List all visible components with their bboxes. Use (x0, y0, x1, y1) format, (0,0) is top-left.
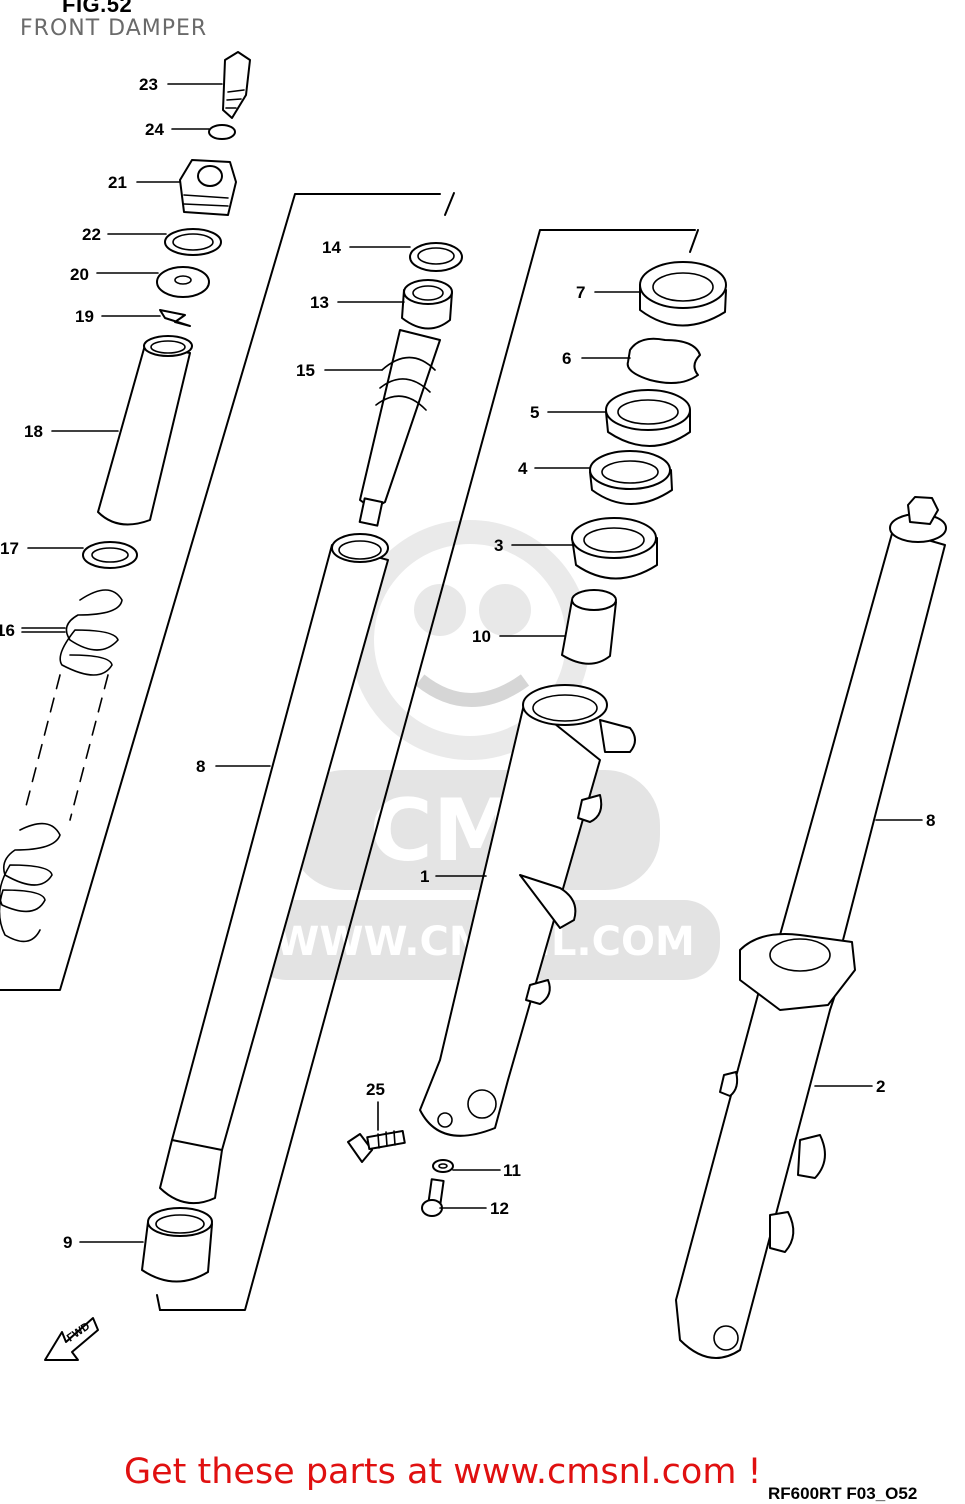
part-19-clip (159, 309, 191, 327)
callout-11: 11 (503, 1161, 521, 1180)
get-parts-link[interactable]: Get these parts at www.cmsnl.com ! (124, 1452, 762, 1492)
callout-17: 17 (0, 539, 19, 558)
part-12-bolt (421, 1178, 445, 1217)
callout-6: 6 (562, 349, 571, 368)
part-3-guide-metal (571, 517, 658, 580)
fwd-direction-arrow: FWD (44, 1317, 99, 1361)
callout-7: 7 (576, 283, 585, 302)
part-24-o-ring (208, 124, 236, 140)
part-8-inner-tube-right (779, 496, 947, 952)
part-15-damper-rod (358, 329, 441, 527)
part-20-washer (156, 266, 210, 298)
part-8-inner-tube-left (159, 533, 389, 1205)
callout-14: 14 (322, 238, 341, 257)
callout-16: 16 (0, 621, 15, 640)
part-23-bolt (222, 51, 251, 119)
part-16-spring (0, 589, 123, 943)
part-11-washer (432, 1159, 454, 1173)
assembly-brackets (0, 192, 699, 1311)
callout-labels: 23 24 21 22 20 19 18 17 16 14 13 15 8 9 … (0, 75, 935, 1252)
part-25-bolt (347, 1129, 406, 1163)
callout-3: 3 (494, 536, 503, 555)
callout-1: 1 (420, 867, 429, 886)
callout-23: 23 (139, 75, 158, 94)
callout-4: 4 (518, 459, 528, 478)
part-13-cylinder-top (401, 279, 453, 330)
part-21-cap-bolt (179, 159, 237, 216)
callout-21: 21 (108, 173, 127, 192)
callout-5: 5 (530, 403, 539, 422)
figure-number: FIG.52 (62, 0, 133, 17)
callout-15: 15 (296, 361, 315, 380)
part-7-dust-seal (639, 261, 727, 327)
part-17-washer (82, 541, 138, 569)
callout-9: 9 (63, 1233, 72, 1252)
callout-8-left: 8 (196, 757, 205, 776)
figure-title: FRONT DAMPER (20, 16, 208, 41)
callout-8-right: 8 (926, 811, 935, 830)
part-22-o-ring (164, 228, 222, 256)
part-9-bushing (141, 1207, 213, 1283)
callout-10: 10 (472, 627, 491, 646)
diagram-code: RF600RT F03_O52 (768, 1484, 918, 1503)
callout-2: 2 (876, 1077, 885, 1096)
part-5-oil-seal (605, 389, 691, 447)
part-14-o-ring (409, 242, 463, 272)
callout-20: 20 (70, 265, 89, 284)
part-18-spacer (97, 335, 193, 526)
part-10-bushing (561, 589, 617, 665)
callout-12: 12 (490, 1199, 509, 1218)
callout-19: 19 (75, 307, 94, 326)
part-6-stopper-ring (626, 337, 701, 385)
part-1-outer-tube-left (419, 684, 636, 1137)
part-2-outer-tube-right (675, 933, 856, 1359)
callout-25: 25 (366, 1080, 385, 1099)
callout-24: 24 (145, 120, 164, 139)
part-4-washer (589, 450, 673, 505)
callout-18: 18 (24, 422, 43, 441)
callout-13: 13 (310, 293, 329, 312)
callout-22: 22 (82, 225, 101, 244)
callout-leader-lines (21, 83, 923, 1243)
